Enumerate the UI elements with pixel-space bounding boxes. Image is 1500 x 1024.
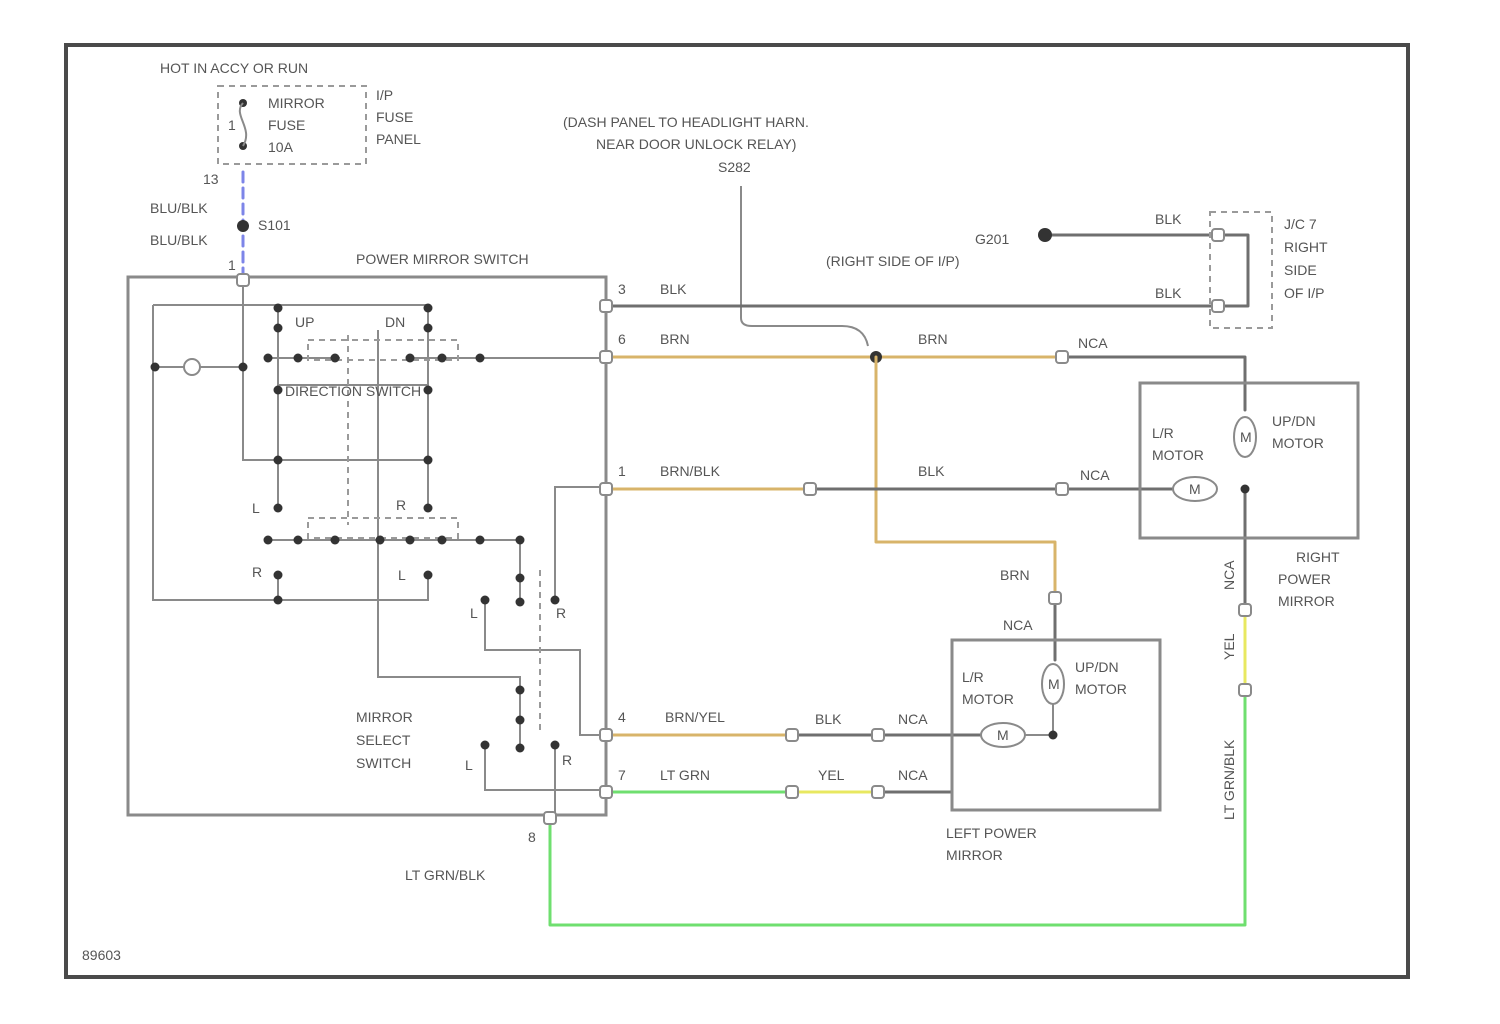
svg-text:BRN/BLK: BRN/BLK — [660, 463, 721, 479]
svg-text:NCA: NCA — [1078, 335, 1108, 351]
svg-text:M: M — [1189, 481, 1201, 497]
splice-s101-label: S101 — [258, 217, 291, 233]
ground-g201: G201 (RIGHT SIDE OF I/P) BLK BLK J/C 7 R… — [826, 211, 1328, 328]
svg-text:R: R — [396, 497, 406, 513]
svg-text:LT GRN: LT GRN — [660, 767, 710, 783]
svg-text:BLK: BLK — [815, 711, 842, 727]
fuse-rating: 10A — [268, 139, 294, 155]
diagram-frame — [66, 45, 1408, 977]
svg-text:1: 1 — [228, 257, 236, 273]
svg-text:M: M — [997, 727, 1009, 743]
right-mirror-label: RIGHT — [1296, 549, 1340, 565]
svg-text:NCA: NCA — [898, 767, 928, 783]
svg-text:MOTOR: MOTOR — [1272, 435, 1324, 451]
svg-text:M: M — [1240, 429, 1252, 445]
svg-text:LT GRN/BLK: LT GRN/BLK — [1221, 739, 1237, 820]
svg-text:SWITCH: SWITCH — [356, 755, 411, 771]
svg-text:NCA: NCA — [1221, 560, 1237, 590]
svg-text:BRN/YEL: BRN/YEL — [665, 709, 725, 725]
svg-text:PANEL: PANEL — [376, 131, 421, 147]
fuse-block: HOT IN ACCY OR RUN 1 MIRROR FUSE 10A I/P… — [160, 60, 421, 187]
svg-text:L/R: L/R — [962, 669, 984, 685]
svg-text:7: 7 — [618, 767, 626, 783]
svg-text:13: 13 — [203, 171, 219, 187]
fuse-name: MIRROR — [268, 95, 325, 111]
svg-text:NCA: NCA — [1003, 617, 1033, 633]
svg-text:BLU/BLK: BLU/BLK — [150, 232, 208, 248]
power-mirror-switch: POWER MIRROR SWITCH — [128, 251, 606, 845]
svg-text:I/P: I/P — [376, 87, 393, 103]
svg-text:NCA: NCA — [898, 711, 928, 727]
svg-text:BLU/BLK: BLU/BLK — [150, 200, 208, 216]
svg-text:L: L — [398, 567, 406, 583]
svg-text:OF I/P: OF I/P — [1284, 285, 1324, 301]
svg-text:SIDE: SIDE — [1284, 262, 1317, 278]
direction-switch-label: DIRECTION SWITCH — [285, 383, 421, 399]
svg-text:(DASH PANEL TO HEADLIGHT HARN.: (DASH PANEL TO HEADLIGHT HARN. — [563, 114, 809, 130]
ground-g201-point — [1038, 228, 1052, 242]
svg-text:R: R — [252, 564, 262, 580]
svg-text:MOTOR: MOTOR — [1075, 681, 1127, 697]
svg-text:1: 1 — [228, 117, 236, 133]
svg-text:6: 6 — [618, 331, 626, 347]
mirror-select-switch-label: MIRROR — [356, 709, 413, 725]
svg-text:L: L — [470, 605, 478, 621]
svg-text:BLK: BLK — [1155, 285, 1182, 301]
wire-brn-down — [876, 357, 1055, 598]
svg-text:(RIGHT SIDE OF I/P): (RIGHT SIDE OF I/P) — [826, 253, 960, 269]
svg-text:POWER: POWER — [1278, 571, 1331, 587]
svg-text:R: R — [556, 605, 566, 621]
svg-text:MOTOR: MOTOR — [962, 691, 1014, 707]
svg-text:YEL: YEL — [818, 767, 845, 783]
svg-text:4: 4 — [618, 709, 626, 725]
right-power-mirror: M M L/R MOTOR UP/DN MOTOR RIGHT POWER MI… — [1140, 383, 1358, 609]
svg-text:S282: S282 — [718, 159, 751, 175]
svg-text:L: L — [252, 500, 260, 516]
svg-text:1: 1 — [618, 463, 626, 479]
svg-text:G201: G201 — [975, 231, 1009, 247]
svg-text:SELECT: SELECT — [356, 732, 411, 748]
svg-text:L/R: L/R — [1152, 425, 1174, 441]
switch-title: POWER MIRROR SWITCH — [356, 251, 529, 267]
svg-text:BRN: BRN — [1000, 567, 1030, 583]
svg-text:MOTOR: MOTOR — [1152, 447, 1204, 463]
svg-text:LT GRN/BLK: LT GRN/BLK — [405, 867, 486, 883]
switch-dn-label: DN — [385, 314, 405, 330]
svg-text:M: M — [1048, 676, 1060, 692]
svg-text:J/C 7: J/C 7 — [1284, 216, 1317, 232]
switch-up-label: UP — [295, 314, 314, 330]
svg-text:BLK: BLK — [1155, 211, 1182, 227]
svg-text:NCA: NCA — [1080, 467, 1110, 483]
fuse-symbol — [240, 103, 246, 146]
figure-id: 89603 — [82, 947, 121, 963]
left-mirror-label: LEFT POWER — [946, 825, 1037, 841]
svg-text:BRN: BRN — [918, 331, 948, 347]
splice-s101 — [237, 220, 249, 232]
svg-text:FUSE: FUSE — [376, 109, 413, 125]
svg-text:BRN: BRN — [660, 331, 690, 347]
svg-text:MIRROR: MIRROR — [1278, 593, 1335, 609]
svg-text:UP/DN: UP/DN — [1075, 659, 1119, 675]
fuse-header: HOT IN ACCY OR RUN — [160, 60, 308, 76]
svg-text:UP/DN: UP/DN — [1272, 413, 1316, 429]
svg-text:NEAR DOOR UNLOCK RELAY): NEAR DOOR UNLOCK RELAY) — [596, 136, 796, 152]
left-power-mirror: M M L/R MOTOR UP/DN MOTOR LEFT POWER MIR… — [946, 640, 1160, 863]
svg-text:BLK: BLK — [918, 463, 945, 479]
svg-text:YEL: YEL — [1221, 633, 1237, 660]
svg-text:BLK: BLK — [660, 281, 687, 297]
svg-text:3: 3 — [618, 281, 626, 297]
svg-text:RIGHT: RIGHT — [1284, 239, 1328, 255]
svg-text:L: L — [465, 757, 473, 773]
svg-text:R: R — [562, 752, 572, 768]
svg-text:MIRROR: MIRROR — [946, 847, 1003, 863]
svg-text:8: 8 — [528, 829, 536, 845]
svg-text:FUSE: FUSE — [268, 117, 305, 133]
